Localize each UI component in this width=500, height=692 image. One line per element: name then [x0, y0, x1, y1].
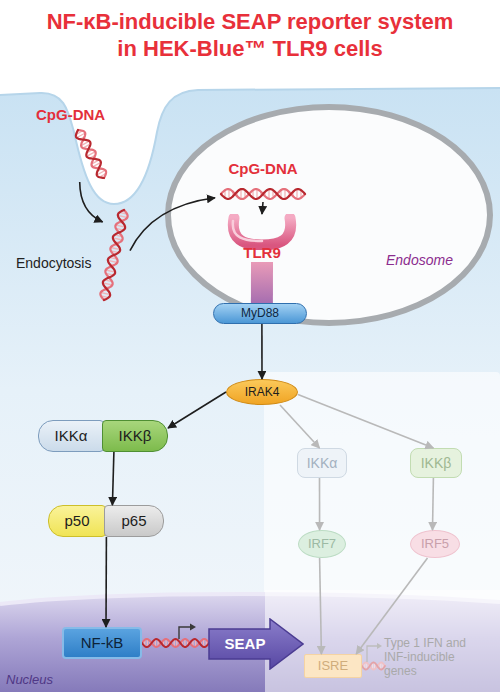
node-label: SEAP — [225, 635, 288, 653]
node-label: Endocytosis — [16, 255, 91, 272]
dna-helix — [76, 131, 106, 177]
node-label: IRAK4 — [245, 385, 280, 399]
dna-helix — [142, 639, 209, 647]
cell-membrane — [0, 88, 500, 692]
dna-illustrations — [76, 130, 128, 300]
kinase-ellipse: IRAK4 — [226, 379, 298, 405]
diagram-title: NF-κB-inducible SEAP reporter system in … — [40, 8, 460, 62]
node-label: ISRE — [318, 658, 348, 674]
node-label: IKKβ — [421, 455, 452, 472]
node-label: NF-kB — [81, 634, 124, 652]
transcription-subunit: p65 — [104, 505, 164, 537]
dna-helix — [362, 663, 385, 670]
response-element: ISRE — [304, 654, 362, 678]
dna-helix — [78, 130, 106, 178]
transcription-factor-box: NF-kB — [62, 627, 142, 659]
arrow-connector — [319, 478, 321, 530]
arrow-connector — [432, 478, 434, 530]
arrow-connector — [280, 405, 320, 448]
faded-factor: IRF7 — [298, 530, 346, 558]
gene-note: Type 1 IFN and INF-inducible genes — [384, 636, 484, 678]
faded-kinase: IKKβ — [410, 448, 462, 478]
dna-helix — [142, 639, 209, 647]
tlr9-receptor: TLR9 — [224, 214, 300, 262]
receptor-highlight — [233, 221, 262, 241]
adaptor-protein: MyD88 — [213, 303, 307, 324]
node-label: IRF5 — [421, 536, 449, 552]
receptor-ectodomain — [233, 218, 290, 245]
node-label: IRF7 — [308, 536, 336, 552]
node-label: p65 — [121, 512, 146, 530]
endocytosis-step: Endocytosis — [16, 222, 130, 304]
node-label: CpG-DNA — [36, 106, 105, 124]
node-label: IKKα — [307, 455, 338, 472]
arrow-connector — [80, 182, 103, 222]
reporter-gene: SEAP — [208, 618, 304, 670]
arrow-connector — [298, 395, 433, 448]
kinase-subunit: IKKα — [38, 420, 104, 452]
dna-ligand: CpG-DNA — [215, 160, 311, 202]
node-label: Endosome — [386, 252, 453, 269]
promoter-arrowhead — [190, 624, 196, 631]
kinase-subunit: IKKβ — [102, 420, 168, 452]
node-label: IKKβ — [119, 427, 152, 445]
node-label: p50 — [64, 512, 89, 530]
arrow-connector — [168, 392, 226, 428]
node-label: IKKα — [55, 427, 88, 445]
promoter-arrow — [179, 627, 190, 639]
dna-helix — [76, 130, 104, 178]
dna-helix — [221, 189, 305, 199]
endosome: Endosome CpG-DNA TLR9 — [165, 104, 493, 326]
dna-helix — [362, 663, 385, 670]
faded-factor: IRF5 — [410, 530, 460, 558]
dna-ligand: CpG-DNA — [36, 106, 120, 182]
node-label: MyD88 — [241, 306, 279, 320]
promoter-arrowhead — [377, 643, 382, 649]
arrow-connector — [261, 324, 263, 379]
node-label: CpG-DNA — [228, 160, 297, 178]
dna-helix — [221, 189, 305, 199]
arrow-connector — [112, 452, 114, 505]
dna-helix — [103, 210, 125, 300]
node-label: Nucleus — [6, 672, 53, 688]
promoter-arrow — [367, 646, 377, 662]
faded-kinase: IKKα — [297, 448, 347, 478]
gene-arrow-shape — [209, 619, 303, 669]
node-label: TLR9 — [243, 244, 281, 262]
dna-helix — [100, 210, 127, 300]
transcription-subunit: p50 — [48, 505, 106, 537]
